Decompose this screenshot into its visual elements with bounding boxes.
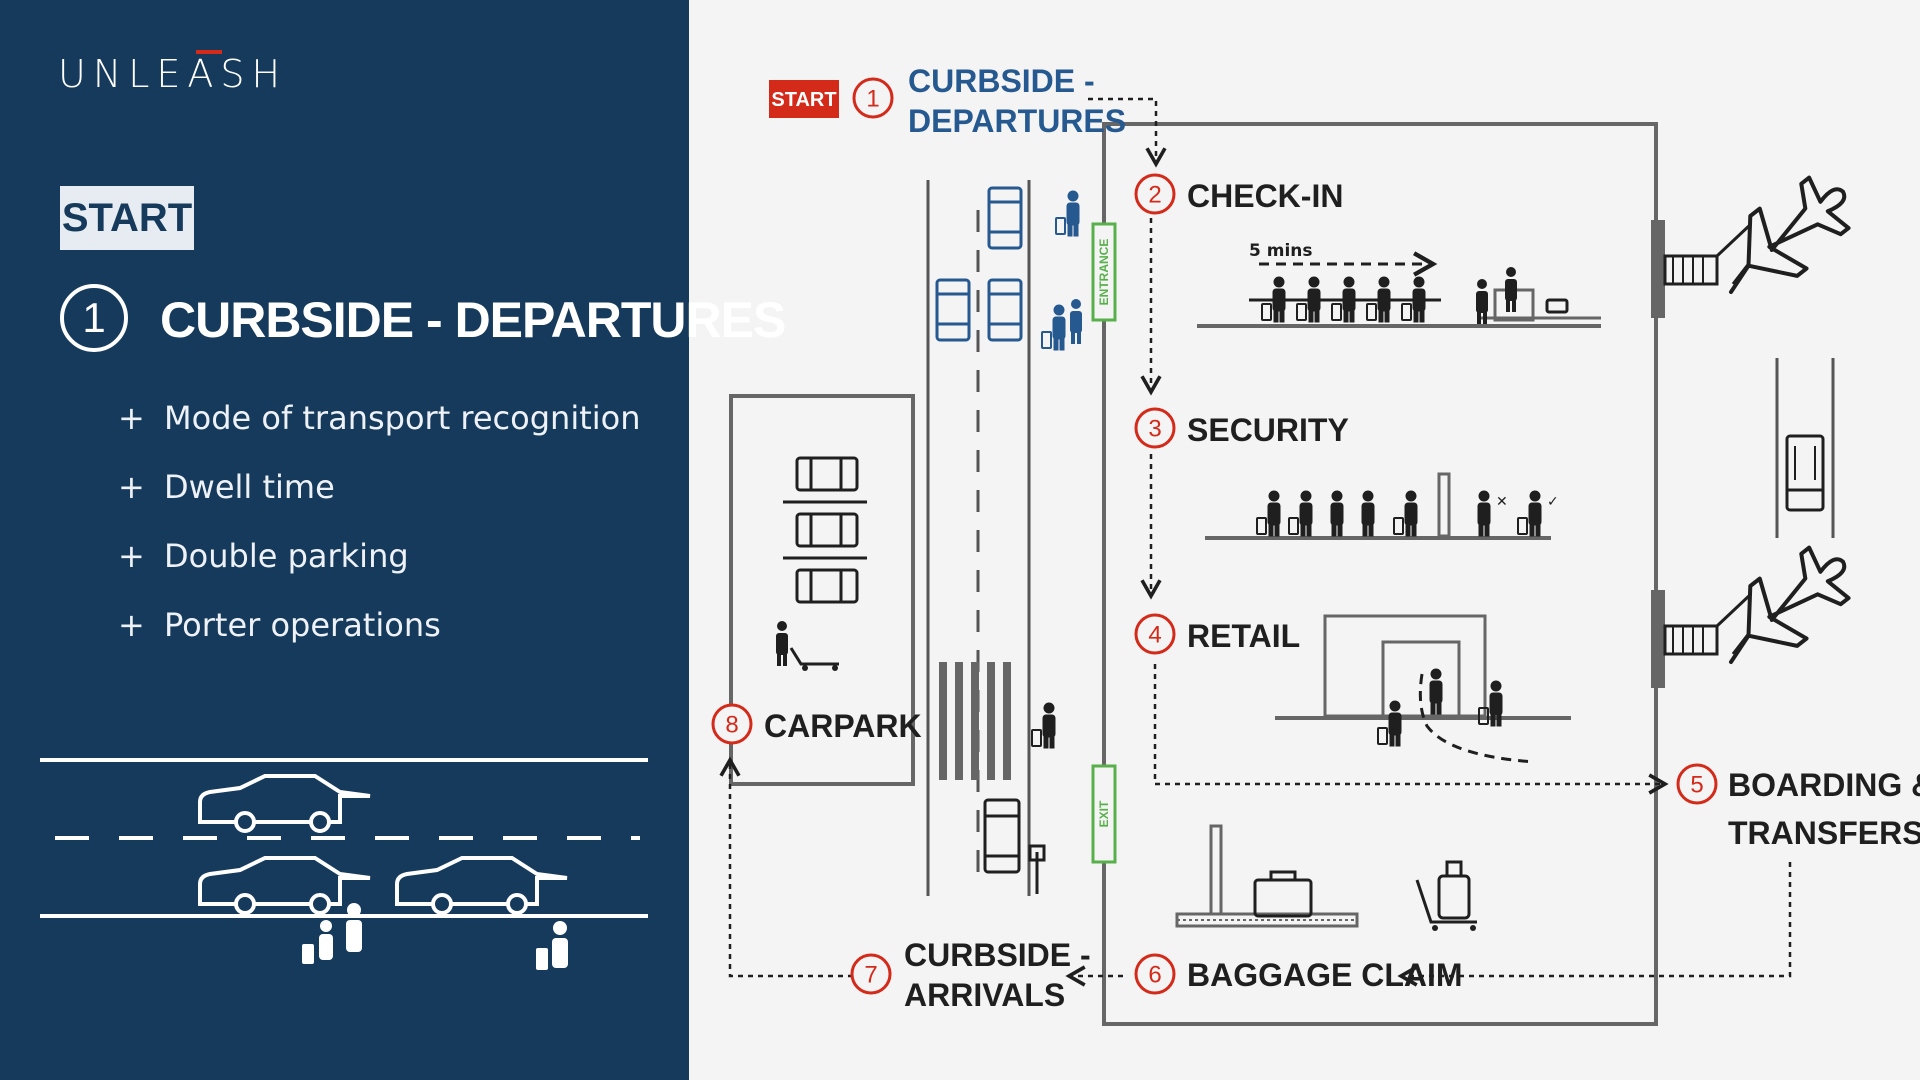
luggage-trolley-icon: [1415, 860, 1477, 931]
entrance-door: ENTRANCE: [1091, 222, 1117, 322]
retail-area: [1275, 614, 1571, 764]
dwell-time-label: 5 mins: [1249, 241, 1313, 261]
car-icon: [198, 774, 371, 833]
apron-service-road: [1775, 358, 1835, 538]
svg-text:4: 4: [1148, 622, 1161, 649]
feature-item: +Porter operations: [118, 603, 641, 672]
car-icon: [987, 186, 1023, 250]
departing-passengers: [1041, 190, 1082, 351]
svg-text:RETAIL: RETAIL: [1187, 618, 1300, 654]
step-5-boarding-transfers: 5 BOARDING & TRANSFERS: [1676, 763, 1920, 851]
parked-cars: [783, 456, 867, 604]
plus-icon: +: [118, 468, 145, 506]
baggage-carousel: [1175, 824, 1359, 928]
svg-text:BAGGAGE CLAIM: BAGGAGE CLAIM: [1187, 957, 1463, 993]
svg-text:2: 2: [1148, 182, 1161, 209]
svg-text:START: START: [771, 89, 836, 111]
step-3-security: 3 SECURITY: [1134, 407, 1349, 449]
exit-label: EXIT: [1097, 800, 1111, 827]
bus-icon: [983, 798, 1021, 874]
info-panel: UNLEASH START 1 CURBSIDE - DEPARTURES +M…: [0, 0, 786, 1080]
access-road: [926, 180, 1031, 896]
feature-item: +Double parking: [118, 534, 641, 603]
svg-text:SECURITY: SECURITY: [1187, 412, 1349, 448]
svg-text:CURBSIDE -: CURBSIDE -: [904, 937, 1091, 973]
passenger-icon: [1070, 299, 1082, 344]
passenger-icon: [1041, 304, 1066, 351]
svg-text:1: 1: [866, 86, 879, 113]
airplane-icon: [1699, 159, 1869, 317]
logo-text: UNLEASH: [58, 52, 288, 96]
arriving-passenger-icon: [1031, 702, 1056, 749]
step-8-carpark: 8 CARPARK: [711, 703, 922, 745]
feature-item: +Mode of transport recognition: [118, 396, 641, 465]
curbside-road-illustration: [40, 758, 648, 970]
step-6-baggage-claim: 6 BAGGAGE CLAIM: [1134, 953, 1463, 995]
terminal-building-outline: [1102, 122, 1658, 1026]
approve-mark-icon: ✓: [1547, 494, 1559, 510]
car-icon: [795, 568, 859, 604]
car-icon: [987, 278, 1023, 342]
journey-path: [719, 97, 1792, 987]
svg-text:3: 3: [1148, 416, 1161, 443]
exit-door: EXIT: [1091, 764, 1117, 864]
logo-accent-bar: [196, 50, 222, 54]
crosswalk: [939, 662, 1011, 780]
start-tag: START: [769, 80, 839, 118]
car-icon: [395, 856, 568, 915]
svg-text:8: 8: [725, 712, 738, 739]
step-4-retail: 4 RETAIL: [1134, 613, 1300, 655]
carpark-outline: [729, 394, 915, 786]
check-in-area: 5 mins: [1197, 241, 1601, 328]
svg-text:ARRIVALS: ARRIVALS: [904, 977, 1065, 1013]
passenger-icon: [1055, 190, 1080, 237]
svg-text:5: 5: [1690, 772, 1703, 799]
step-7-curbside-arrivals: 7 CURBSIDE - ARRIVALS: [850, 937, 1091, 1013]
feature-list: +Mode of transport recognition +Dwell ti…: [118, 396, 641, 672]
svg-text:DEPARTURES: DEPARTURES: [908, 103, 1126, 139]
step-1-curbside-departures: 1 CURBSIDE - DEPARTURES: [852, 63, 1126, 139]
security-area: ✕ ✓: [1205, 472, 1559, 540]
svg-text:CARPARK: CARPARK: [764, 708, 922, 744]
svg-text:CURBSIDE -: CURBSIDE -: [908, 63, 1095, 99]
svg-text:6: 6: [1148, 962, 1161, 989]
trolley-worker-icon: [776, 621, 839, 671]
feature-item: +Dwell time: [118, 465, 641, 534]
plus-icon: +: [118, 399, 145, 437]
plus-icon: +: [118, 606, 145, 644]
plus-icon: +: [118, 537, 145, 575]
entrance-label: ENTRANCE: [1097, 239, 1111, 306]
passenger-group-icon: [302, 903, 568, 970]
bus-stop-sign: [1028, 844, 1046, 894]
reject-mark-icon: ✕: [1496, 494, 1508, 510]
step-number-badge: 1: [60, 284, 128, 352]
start-badge: START: [60, 186, 194, 250]
svg-text:CHECK-IN: CHECK-IN: [1187, 178, 1343, 214]
car-icon: [795, 512, 859, 548]
unleash-logo: UNLEASH: [58, 50, 288, 96]
car-icon: [795, 456, 859, 492]
svg-text:TRANSFERS: TRANSFERS: [1728, 815, 1920, 851]
car-icon: [198, 856, 371, 915]
airport-journey-diagram: ENTRANCE EXIT: [711, 63, 1920, 1026]
svg-text:BOARDING &: BOARDING &: [1728, 767, 1920, 803]
car-icon: [935, 278, 971, 342]
step-title: CURBSIDE - DEPARTURES: [160, 292, 786, 348]
airplane-icon: [1699, 529, 1869, 687]
step-2-check-in: 2 CHECK-IN: [1134, 173, 1343, 215]
svg-text:7: 7: [864, 962, 877, 989]
